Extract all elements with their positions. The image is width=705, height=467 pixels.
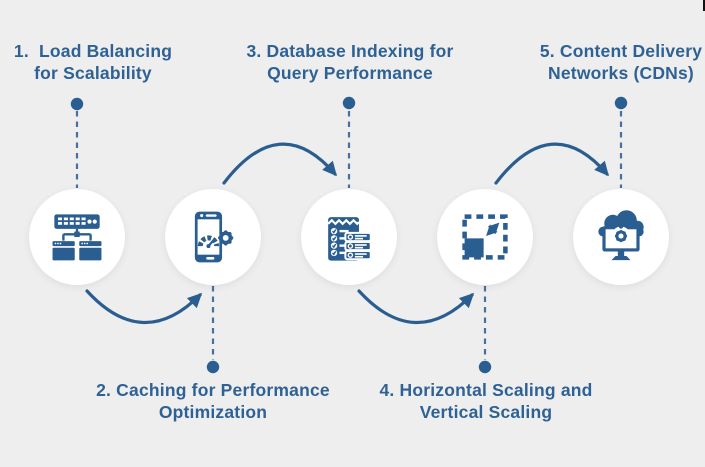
performance-gauge-phone-icon bbox=[194, 211, 234, 263]
cdn-cloud-monitor-icon bbox=[598, 210, 644, 261]
dot-step-3 bbox=[342, 96, 356, 110]
arrow-3-to-4 bbox=[357, 289, 475, 325]
step-3-label-line-2: Query Performance bbox=[267, 63, 433, 83]
step-4-label: 4. Horizontal Scaling and Vertical Scali… bbox=[376, 379, 596, 423]
dot-step-2 bbox=[206, 360, 220, 374]
arrow-4-to-5 bbox=[494, 142, 609, 185]
step-2-label-line-1: 2. Caching for Performance bbox=[96, 380, 330, 400]
indexed-checklist-database-icon bbox=[327, 217, 372, 261]
step-4-label-line-1: 4. Horizontal Scaling and bbox=[379, 380, 593, 400]
step-2-label-line-2: Optimization bbox=[158, 402, 268, 422]
dot-step-5 bbox=[614, 96, 628, 110]
step-3-label: 3. Database Indexing for Query Performan… bbox=[244, 40, 456, 84]
step-1-label: 1. Load Balancing for Scalability bbox=[0, 40, 186, 84]
dot-step-4 bbox=[478, 360, 492, 374]
scale-expand-icon bbox=[462, 214, 508, 260]
step-5-label-line-1: 5. Content Delivery bbox=[539, 41, 703, 61]
step-1-label-line-2: for Scalability bbox=[34, 63, 152, 83]
step-3-label-line-1: 3. Database Indexing for bbox=[246, 41, 454, 61]
arrow-1-to-2 bbox=[85, 289, 203, 325]
step-5-label-line-2: Networks (CDNs) bbox=[548, 63, 694, 83]
edge-artifact bbox=[703, 0, 705, 11]
dot-step-1 bbox=[70, 97, 84, 111]
step-4-node bbox=[437, 189, 533, 285]
step-2-label: 2. Caching for Performance Optimization bbox=[95, 379, 331, 423]
step-5-node bbox=[573, 189, 669, 285]
step-1-node bbox=[29, 189, 125, 285]
step-3-node bbox=[301, 189, 397, 285]
load-balancer-icon bbox=[52, 214, 102, 261]
arrow-2-to-3 bbox=[222, 142, 337, 185]
step-4-label-line-2: Vertical Scaling bbox=[419, 402, 553, 422]
step-2-node bbox=[165, 189, 261, 285]
step-5-label: 5. Content Delivery Networks (CDNs) bbox=[530, 40, 705, 84]
step-1-label-line-1: 1. Load Balancing bbox=[13, 41, 173, 61]
